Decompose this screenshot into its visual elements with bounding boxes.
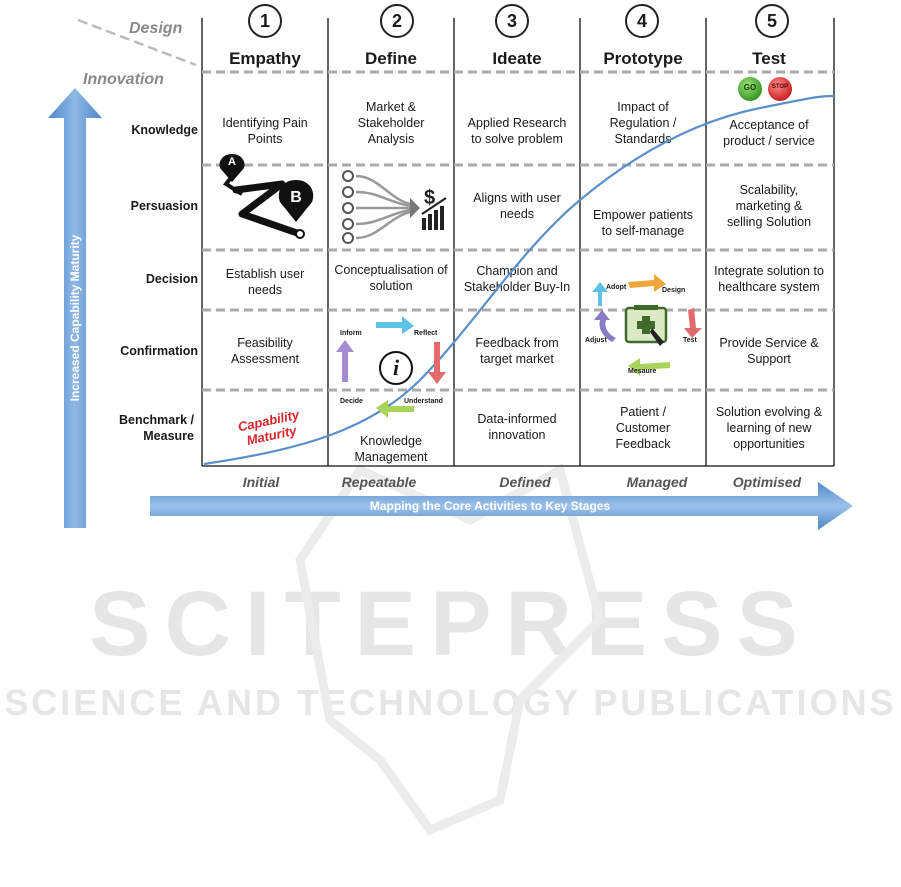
cycle-label-inform: Inform	[340, 330, 362, 337]
cell-confirmation-ideate: Feedback from target market	[475, 336, 559, 366]
proto-label-adjust: Adjust	[585, 337, 607, 344]
level-managed: Managed	[626, 474, 688, 490]
stage-name-ideate: Ideate	[492, 49, 542, 68]
cell-decision-ideate: Champion and Stakeholder Buy-In	[463, 264, 571, 294]
row-label-benchmark: Benchmark / Measure	[118, 413, 194, 443]
cycle-label-understand: Understand	[404, 398, 443, 405]
proto-label-measure: Mesaure	[628, 368, 657, 375]
design-label: Design	[129, 20, 183, 37]
level-defined: Defined	[499, 474, 551, 490]
go-stop-signs-icon	[738, 77, 792, 101]
stage-number-3: 3	[495, 4, 529, 38]
x-axis-label: Mapping the Core Activities to Key Stage…	[369, 499, 611, 513]
row-label-decision: Decision	[145, 272, 198, 286]
pin-route-icon	[219, 154, 314, 239]
pin-b-letter: B	[290, 189, 302, 206]
stage-number-2: 2	[380, 4, 414, 38]
stop-sign-label: STOP	[771, 84, 789, 90]
stage-name-prototype: Prototype	[603, 49, 683, 68]
cell-persuasion-test: Scalability, marketing & selling Solutio…	[726, 183, 812, 229]
stage-number-5: 5	[755, 4, 789, 38]
cell-persuasion-prototype: Empower patients to self-manage	[592, 208, 694, 238]
stage-number-4: 4	[625, 4, 659, 38]
proto-label-design: Design	[662, 287, 686, 294]
cell-knowledge-define: Market & Stakeholder Analysis	[357, 100, 425, 146]
cell-benchmark-define: Knowledge Management	[354, 434, 428, 464]
go-sign-label: GO	[743, 83, 757, 92]
stakeholder-analysis-icon: $	[342, 170, 447, 244]
stage-name-empathy: Empathy	[229, 49, 301, 68]
level-initial: Initial	[242, 474, 280, 490]
stage-name-define: Define	[365, 49, 417, 68]
cycle-label-decide: Decide	[340, 398, 363, 405]
innovation-label: Innovation	[83, 71, 164, 88]
cell-benchmark-ideate: Data-informed innovation	[477, 412, 557, 442]
learning-cycle-icon	[336, 316, 446, 418]
cell-confirmation-test: Provide Service & Support	[719, 336, 819, 366]
pin-a-letter: A	[228, 156, 236, 168]
watermark-main: SCITEPRESS	[89, 573, 812, 675]
stage-name-test: Test	[752, 49, 786, 68]
row-label-knowledge: Knowledge	[131, 123, 198, 137]
row-label-confirmation: Confirmation	[120, 344, 198, 358]
x-axis-arrow	[150, 482, 853, 530]
cell-decision-test: Integrate solution to healthcare system	[714, 264, 824, 294]
prototype-cycle-icon	[592, 274, 702, 376]
level-optimised: Optimised	[732, 474, 802, 490]
y-axis-arrow	[48, 88, 102, 528]
proto-label-adopt: Adopt	[606, 284, 627, 291]
proto-label-test: Test	[683, 337, 697, 344]
row-label-persuasion: Persuasion	[130, 199, 198, 213]
cell-knowledge-ideate: Applied Research to solve problem	[467, 116, 567, 146]
watermark-sub: SCIENCE AND TECHNOLOGY PUBLICATIONS	[4, 682, 897, 723]
cycle-label-reflect: Reflect	[414, 330, 438, 337]
svg-text:$: $	[424, 187, 435, 209]
stage-number-1: 1	[248, 4, 282, 38]
cell-benchmark-test: Solution evolving & learning of new oppo…	[715, 405, 823, 451]
cell-persuasion-ideate: Aligns with user needs	[473, 191, 561, 221]
cell-decision-define: Conceptualisation of solution	[334, 263, 448, 293]
cell-knowledge-prototype: Impact of Regulation / Standards	[609, 100, 677, 146]
cell-decision-empathy: Establish user needs	[225, 267, 305, 297]
cell-knowledge-test: Acceptance of product / service	[723, 118, 815, 148]
cell-knowledge-empathy: Identifying Pain Points	[222, 116, 308, 146]
cell-confirmation-empathy: Feasibility Assessment	[230, 336, 300, 366]
info-icon: i	[392, 355, 400, 380]
level-repeatable: Repeatable	[341, 474, 417, 490]
cell-benchmark-prototype: Patient / Customer Feedback	[615, 405, 671, 451]
